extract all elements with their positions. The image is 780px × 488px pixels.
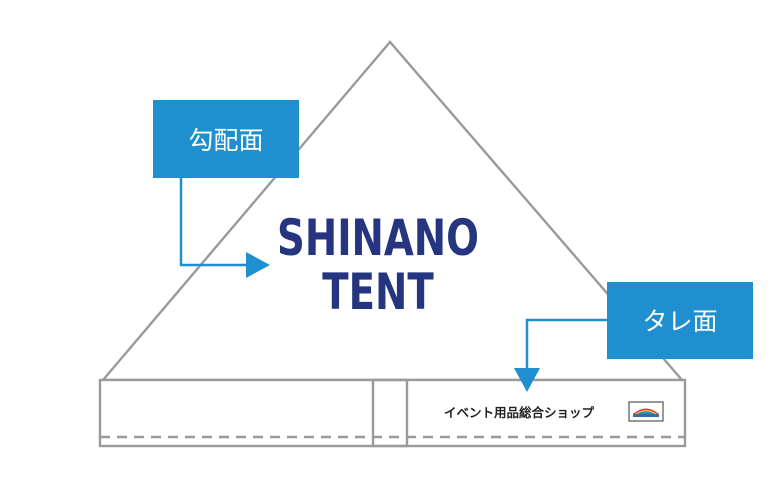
valance-center-strap (371, 378, 409, 448)
callout-slope-leader-line (179, 178, 248, 267)
shop-logo-emblem (628, 401, 664, 422)
logo-line-2: TENT (322, 264, 434, 321)
tent-valance-band (98, 378, 687, 448)
callout-valance-arrow-head (514, 368, 540, 392)
callout-valance-box (607, 282, 753, 359)
callout-valance-label: タレ面 (642, 307, 717, 336)
callout-slope-arrow-head (246, 252, 270, 278)
valance-shop-text: イベント用品総合ショップ (444, 405, 595, 420)
callout-slope-box (153, 100, 299, 178)
callout-valance-leader-line (525, 318, 607, 370)
callout-slope-label: 勾配面 (188, 126, 263, 155)
logo-line-1: SHINANO (277, 210, 479, 267)
